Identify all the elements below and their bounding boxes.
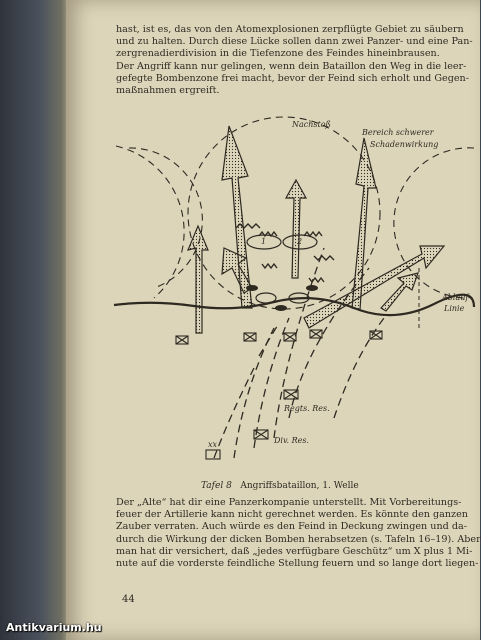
book-spine-shadow bbox=[0, 0, 72, 640]
book-page: hast, ist es, das von den Atomexplosione… bbox=[66, 0, 481, 640]
oval-label-1: 1 bbox=[261, 237, 267, 246]
tank-marks bbox=[246, 285, 318, 311]
unit-label-xx: xx bbox=[208, 440, 218, 449]
watermark: Antikvarium.hu bbox=[6, 621, 102, 634]
label-nachstoss: Nachstoß bbox=[292, 120, 331, 129]
start-line bbox=[113, 293, 476, 317]
text-line: Der „Alte“ hat dir eine Panzerkompanie u… bbox=[116, 497, 462, 508]
label-ablauf-line2: Linie bbox=[444, 304, 465, 313]
movement-lines bbox=[213, 247, 385, 459]
caption-title: Angriffsbataillon, 1. Welle bbox=[240, 481, 359, 491]
text-line: Zauber verraten. Auch würde es den Feind… bbox=[116, 521, 467, 533]
diagram-drawing bbox=[113, 116, 476, 460]
figure-caption: Tafel 8 Angriffsbataillon, 1. Welle bbox=[201, 481, 359, 491]
text-line: Der Angriff kann nur gelingen, wenn dein… bbox=[116, 60, 467, 72]
text-line: nute auf die vorderste feindliche Stellu… bbox=[116, 558, 479, 570]
objective-ovals bbox=[246, 234, 318, 304]
text-line: gefegte Bombenzone frei macht, bevor der… bbox=[116, 72, 469, 84]
top-paragraph: hast, ist es, das von den Atomexplosione… bbox=[116, 24, 473, 97]
unit-symbols bbox=[175, 329, 383, 460]
text-line: zergrenadierdivision in die Tiefenzone d… bbox=[116, 48, 440, 60]
text-line: hast, ist es, das von den Atomexplosione… bbox=[116, 24, 464, 35]
text-line: durch die Wirkung der dicken Bomben hera… bbox=[116, 533, 481, 545]
label-bereich-line1: Bereich schwerer bbox=[362, 128, 434, 137]
bottom-paragraph: Der „Alte“ hat dir eine Panzerkompanie u… bbox=[116, 497, 481, 570]
text-line: feuer der Artillerie kann nicht gerechne… bbox=[116, 509, 468, 521]
text-line: und zu halten. Durch diese Lücke sollen … bbox=[116, 36, 473, 48]
attack-arrows bbox=[186, 125, 446, 334]
page-number: 44 bbox=[122, 594, 135, 605]
label-bereich-line2: Schadenwirkung bbox=[370, 140, 439, 149]
oval-label-2: 2 bbox=[297, 237, 303, 246]
caption-number: Tafel 8 bbox=[201, 481, 232, 491]
text-line: maßnahmen ergreift. bbox=[116, 85, 220, 97]
label-regts-res: Regts. Res. bbox=[284, 404, 330, 413]
enemy-positions bbox=[235, 223, 335, 284]
label-div-res: Div. Res. bbox=[274, 436, 310, 445]
label-ablauf-line1: Ablauf- bbox=[442, 293, 471, 302]
text-line: man hat dir versichert, daß „jedes verfü… bbox=[116, 545, 473, 557]
tactical-diagram: Nachstoß Bereich schwerer Schadenwirkung… bbox=[113, 116, 476, 468]
